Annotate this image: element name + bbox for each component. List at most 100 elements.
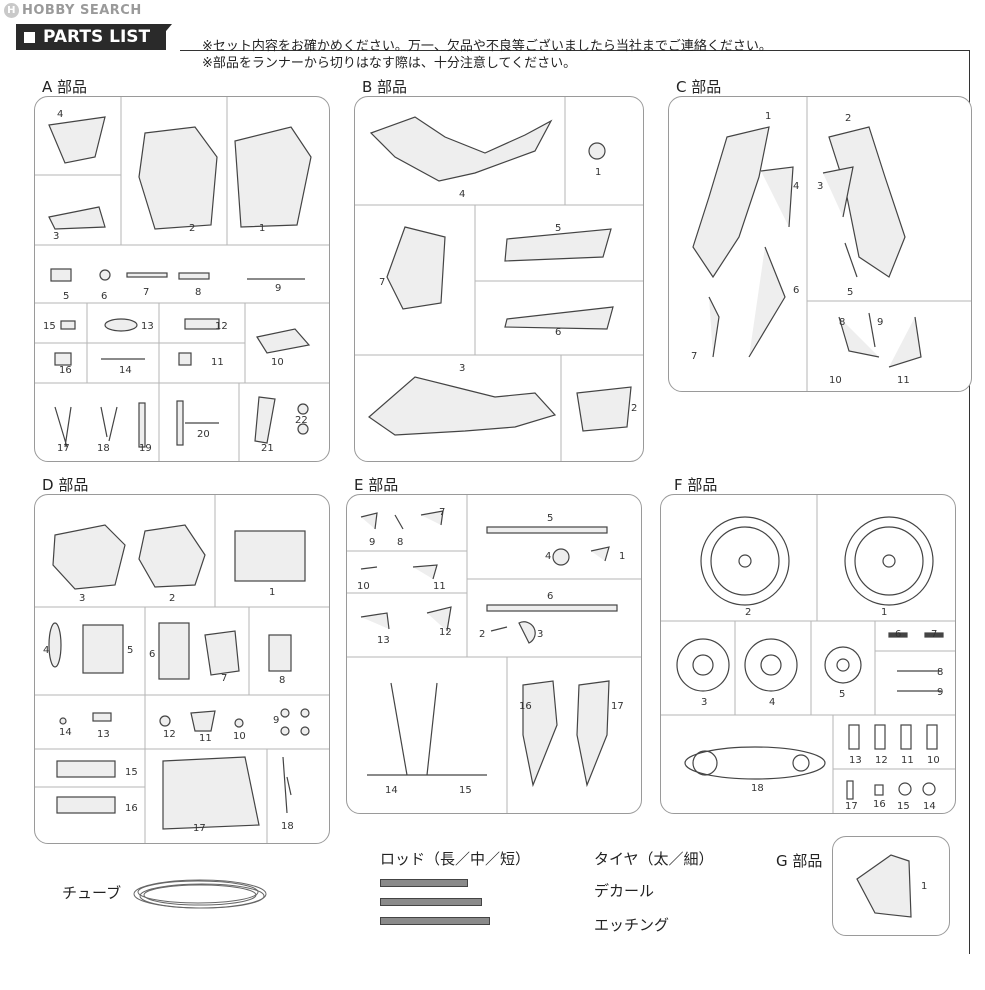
part-number: 5 bbox=[127, 645, 134, 656]
part-number: 14 bbox=[59, 727, 72, 738]
square-bullet-icon bbox=[24, 31, 35, 43]
part-number: 16 bbox=[873, 799, 886, 810]
tube-coil-icon bbox=[133, 879, 267, 909]
part-number: 6 bbox=[149, 649, 156, 660]
section-c-grid bbox=[692, 97, 971, 391]
part-number: 10 bbox=[829, 375, 842, 386]
part-number: 12 bbox=[439, 627, 452, 638]
part-number: 1 bbox=[595, 167, 602, 178]
part-number: 1 bbox=[765, 111, 772, 122]
part-number: 16 bbox=[125, 803, 138, 814]
part-number: 4 bbox=[57, 109, 64, 120]
part-number: 16 bbox=[59, 365, 72, 376]
section-d-grid bbox=[35, 495, 329, 843]
part-number: 8 bbox=[279, 675, 286, 686]
tube-label: チューブ bbox=[62, 884, 122, 902]
part-number: 17 bbox=[57, 443, 70, 454]
part-number: 1 bbox=[921, 881, 928, 892]
part-number: 13 bbox=[849, 755, 862, 766]
part-number: 8 bbox=[195, 287, 202, 298]
part-number: 1 bbox=[881, 607, 888, 618]
part-number: 11 bbox=[897, 375, 910, 386]
part-number: 7 bbox=[221, 673, 228, 684]
part-number: 11 bbox=[901, 755, 914, 766]
part-number: 13 bbox=[377, 635, 390, 646]
part-number: 17 bbox=[611, 701, 624, 712]
part-number: 8 bbox=[397, 537, 404, 548]
parts-list-header: PARTS LIST bbox=[16, 24, 166, 50]
part-number: 6 bbox=[555, 327, 562, 338]
part-number: 11 bbox=[433, 581, 446, 592]
header-diagonal bbox=[150, 24, 172, 50]
part-number: 4 bbox=[793, 181, 800, 192]
part-number: 4 bbox=[459, 189, 466, 200]
hobby-search-logo-icon: H bbox=[4, 3, 19, 18]
part-number: 14 bbox=[385, 785, 398, 796]
etching-label: エッチング bbox=[594, 916, 670, 934]
part-number: 5 bbox=[839, 689, 846, 700]
part-number: 2 bbox=[745, 607, 752, 618]
section-b-panel: 4 1 5 7 6 3 2 bbox=[354, 96, 644, 462]
part-number: 9 bbox=[369, 537, 376, 548]
part-number: 12 bbox=[215, 321, 228, 332]
part-number: 2 bbox=[631, 403, 638, 414]
tire-label: タイヤ（太／細） bbox=[594, 850, 714, 868]
section-e-panel: 7 9 8 5 4 1 10 11 6 13 12 2 3 16 17 14 1… bbox=[346, 494, 642, 814]
part-number: 3 bbox=[79, 593, 86, 604]
part-number: 17 bbox=[193, 823, 206, 834]
section-c-label: C 部品 bbox=[676, 78, 722, 96]
part-number: 18 bbox=[751, 783, 764, 794]
frame-right-line bbox=[969, 50, 970, 954]
section-a-panel: 4 3 2 1 5 6 7 8 9 15 13 12 16 14 11 10 1… bbox=[34, 96, 330, 462]
part-number: 8 bbox=[937, 667, 944, 678]
section-a-label: A 部品 bbox=[42, 78, 88, 96]
part-number: 15 bbox=[125, 767, 138, 778]
section-g-panel: 1 bbox=[832, 836, 950, 936]
part-number: 15 bbox=[43, 321, 56, 332]
part-number: 13 bbox=[97, 729, 110, 740]
part-number: 6 bbox=[547, 591, 554, 602]
note-line-2: ※部品をランナーから切りはなす際は、十分注意してください。 bbox=[202, 56, 577, 71]
part-number: 2 bbox=[845, 113, 852, 124]
part-number: 11 bbox=[211, 357, 224, 368]
part-number: 10 bbox=[927, 755, 940, 766]
part-number: 13 bbox=[141, 321, 154, 332]
part-number: 7 bbox=[379, 277, 386, 288]
page-title: PARTS LIST bbox=[43, 27, 151, 47]
section-f-panel: 2 1 6 7 8 9 3 4 5 13 12 11 10 18 17 16 1… bbox=[660, 494, 956, 814]
part-number: 5 bbox=[555, 223, 562, 234]
part-number: 7 bbox=[143, 287, 150, 298]
section-d-label: D 部品 bbox=[42, 476, 89, 494]
decal-label: デカール bbox=[594, 882, 655, 900]
part-number: 3 bbox=[53, 231, 60, 242]
note-line-1: ※セット内容をお確かめください。万一、欠品や不良等ございましたら当社までご連絡く… bbox=[202, 39, 772, 54]
part-number: 9 bbox=[273, 715, 280, 726]
frame-top-line bbox=[180, 50, 970, 51]
rod-short bbox=[380, 917, 490, 925]
section-b-grid bbox=[355, 97, 643, 461]
part-number: 20 bbox=[197, 429, 210, 440]
part-number: 4 bbox=[545, 551, 552, 562]
part-number: 6 bbox=[895, 629, 902, 640]
part-number: 15 bbox=[459, 785, 472, 796]
part-number: 9 bbox=[877, 317, 884, 328]
section-e-grid bbox=[347, 495, 641, 813]
part-number: 7 bbox=[439, 507, 446, 518]
part-number: 17 bbox=[845, 801, 858, 812]
part-number: 6 bbox=[793, 285, 800, 296]
part-number: 8 bbox=[839, 317, 846, 328]
part-number: 22 bbox=[295, 415, 308, 426]
watermark-text: HOBBY SEARCH bbox=[22, 3, 142, 18]
part-number: 2 bbox=[479, 629, 486, 640]
part-number: 2 bbox=[169, 593, 176, 604]
part-number: 3 bbox=[701, 697, 708, 708]
part-number: 1 bbox=[259, 223, 266, 234]
part-number: 14 bbox=[923, 801, 936, 812]
rod-long bbox=[380, 879, 468, 887]
watermark: H HOBBY SEARCH bbox=[4, 3, 142, 18]
part-number: 21 bbox=[261, 443, 274, 454]
part-number: 12 bbox=[163, 729, 176, 740]
part-number: 10 bbox=[357, 581, 370, 592]
part-number: 14 bbox=[119, 365, 132, 376]
part-number: 10 bbox=[271, 357, 284, 368]
